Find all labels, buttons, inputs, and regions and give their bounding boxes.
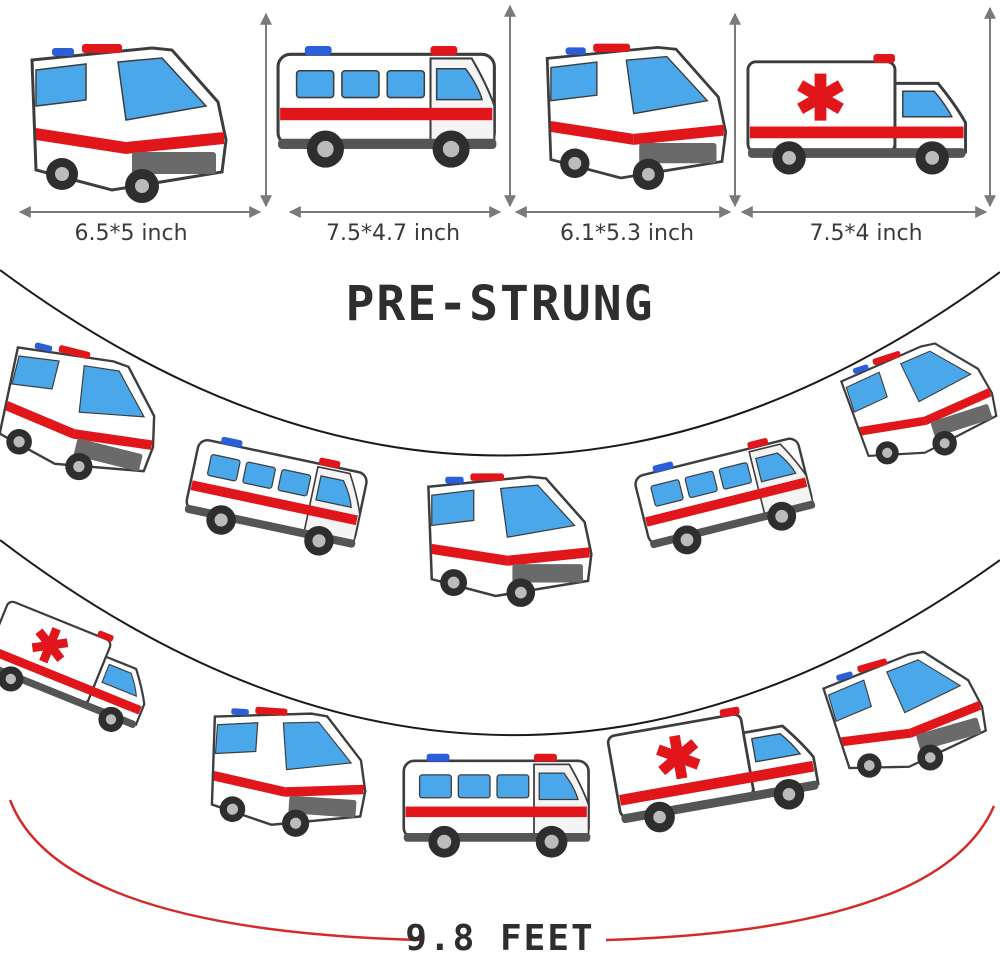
size-label-4: 7.5*4 inch — [809, 221, 923, 246]
size-label-1: 6.5*5 inch — [74, 221, 188, 246]
garland-ambulance — [0, 333, 173, 498]
length-measure-arc-right — [605, 805, 996, 942]
garland-ambulance — [819, 635, 997, 795]
garland-ambulance — [205, 702, 372, 843]
garland-ambulance — [836, 326, 1000, 481]
string-line — [0, 269, 1000, 457]
garland-ambulance — [0, 593, 165, 742]
size-label-2: 7.5*4.7 inch — [325, 221, 461, 246]
garland-strand-1 — [0, 269, 1000, 609]
ambulance-size-3 — [545, 42, 728, 192]
pre-strung-title: PRE-STRUNG — [345, 276, 655, 332]
ambulance-size-1 — [30, 42, 228, 205]
size-label-3: 6.1*5.3 inch — [559, 221, 695, 246]
garland-strand-2 — [0, 539, 1000, 859]
size-row — [18, 4, 996, 218]
garland-ambulance — [427, 472, 593, 609]
garland-ambulance — [179, 430, 373, 564]
garland-ambulance — [630, 428, 821, 564]
length-measure-arc-left — [8, 799, 421, 942]
string-line — [0, 539, 1000, 737]
garland-ambulance — [402, 752, 592, 859]
ambulance-size-4 — [746, 52, 967, 177]
garland-ambulance — [604, 693, 824, 841]
ambulance-size-2 — [276, 44, 498, 170]
length-label: 9.8 FEET — [405, 918, 595, 959]
